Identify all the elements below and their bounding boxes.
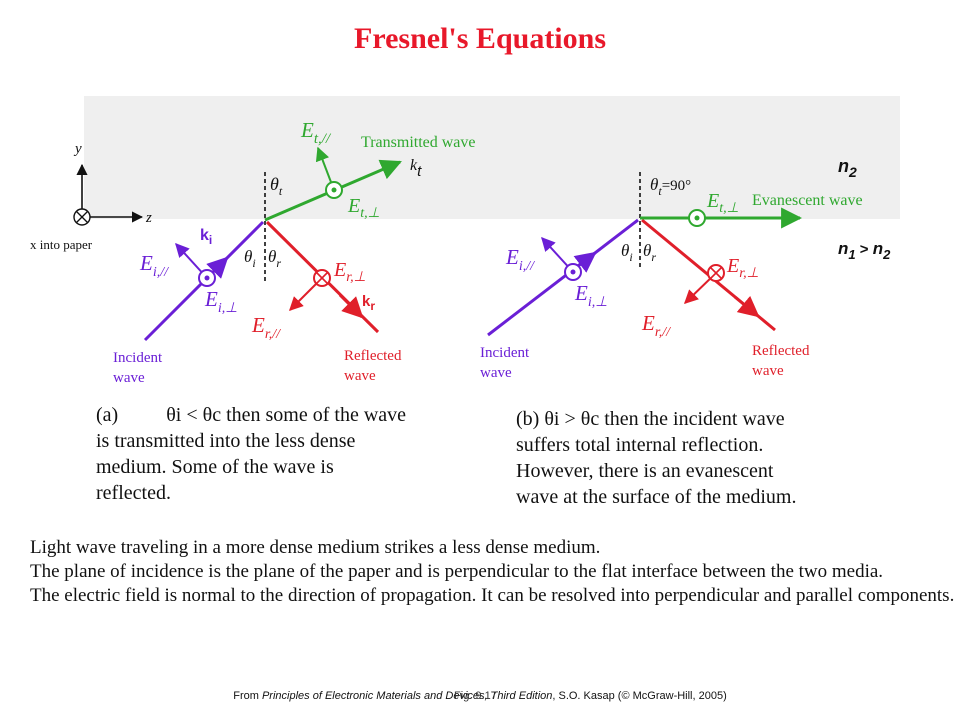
description-line: Light wave traveling in a more dense med… (30, 537, 601, 558)
svg-text:ki: ki (200, 227, 212, 247)
svg-text:θr: θr (268, 247, 281, 270)
svg-text:Ei,//: Ei,// (505, 245, 535, 274)
description-line: The electric field is normal to the dire… (30, 585, 955, 606)
less-dense-medium (84, 96, 900, 219)
svg-text:Et,⊥: Et,⊥ (347, 195, 380, 221)
y-axis-label: y (73, 141, 82, 157)
description-line: The plane of incidence is the plane of t… (30, 561, 884, 582)
incident-ray-b (487, 218, 639, 337)
fresnel-diagram: y z x into paper Et,// Transmitted wave … (30, 96, 900, 386)
description: Light wave traveling in a more dense med… (30, 536, 958, 608)
svg-text:Et,//: Et,// (300, 118, 332, 147)
page-title: Fresnel's Equations (354, 22, 606, 55)
panel-a: Et,// Transmitted wave kt θt Et,⊥ ki Ei,… (113, 118, 476, 386)
svg-text:Ei,⊥: Ei,⊥ (574, 281, 607, 310)
evanescent-wave-label: Evanescent wave (752, 192, 863, 209)
svg-text:Er,⊥: Er,⊥ (726, 255, 759, 281)
svg-text:Et,⊥: Et,⊥ (706, 190, 739, 216)
svg-text:Er,⊥: Er,⊥ (333, 259, 366, 285)
svg-text:θr: θr (643, 241, 656, 264)
svg-text:Er,//: Er,// (251, 313, 281, 342)
svg-text:Er,//: Er,// (641, 311, 671, 340)
svg-text:kt: kt (410, 157, 422, 180)
svg-text:Ei,//: Ei,// (139, 251, 169, 280)
source-credit: From Principles of Electronic Materials … (233, 690, 727, 702)
caption-b: (b) θi > θc then the incident wave suffe… (516, 408, 797, 508)
svg-text:θt: θt (270, 174, 283, 198)
svg-text:Ei,⊥: Ei,⊥ (204, 287, 237, 316)
svg-text:θi: θi (244, 247, 256, 270)
svg-text:θt=90°: θt=90° (650, 175, 691, 198)
panel-b: n2 n1 > n2 θt=90° Et,⊥ Evanescent wave E… (480, 156, 891, 381)
svg-text:n2: n2 (838, 156, 857, 180)
x-into-paper-note: x into paper (30, 237, 93, 252)
caption-a: (a)θi < θc then some of the wave is tran… (96, 404, 407, 504)
svg-text:θi: θi (621, 241, 633, 264)
figure-number: Fig. 9.17 (454, 690, 497, 702)
transmitted-wave-label: Transmitted wave (361, 134, 476, 151)
coordinate-axes: y z x into paper (30, 141, 152, 252)
z-axis-label: z (145, 210, 152, 226)
svg-text:kr: kr (362, 293, 375, 313)
svg-text:n1 > n2: n1 > n2 (838, 239, 891, 262)
